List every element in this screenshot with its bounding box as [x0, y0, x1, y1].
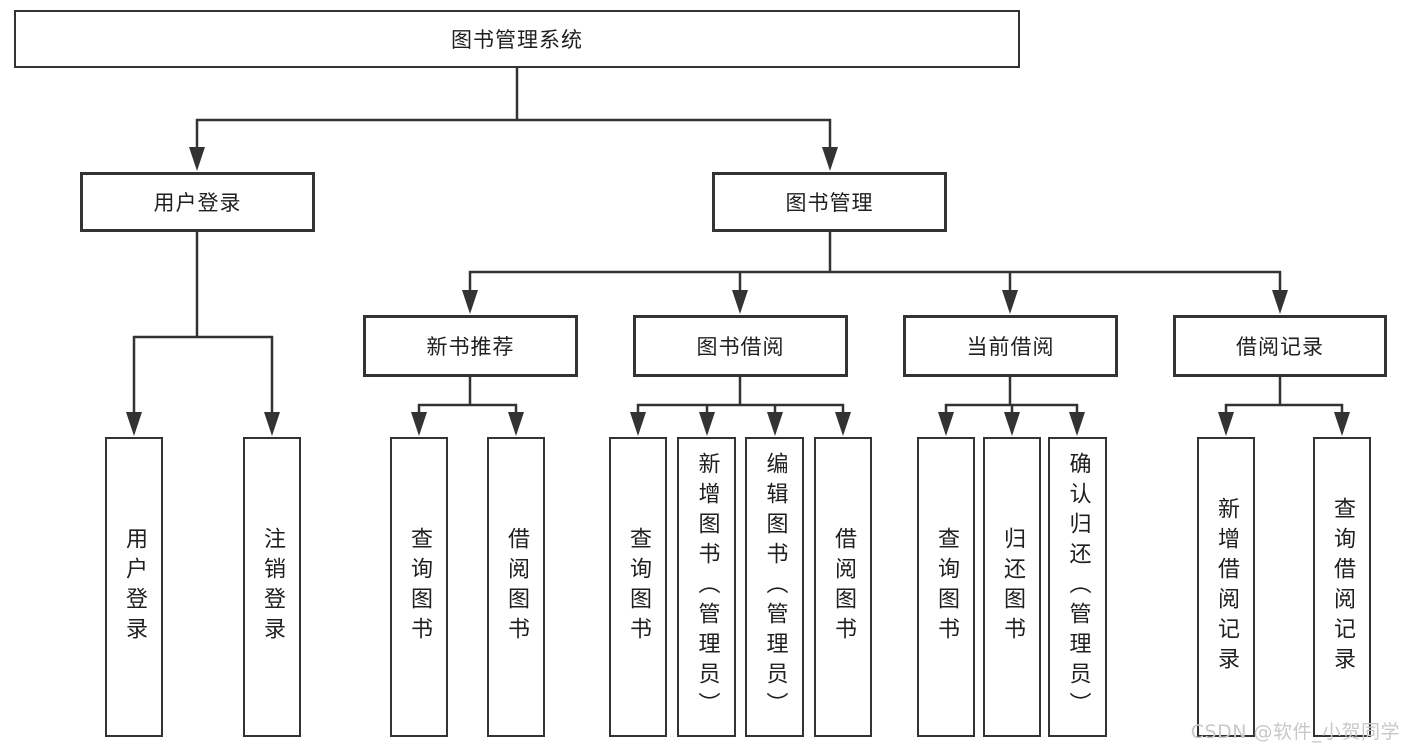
leaf-add-borrow-record-label: 新增借阅记录 [1214, 497, 1239, 677]
leaf-query-books-current: 查询图书 [917, 437, 975, 737]
leaf-confirm-return-admin-label: 确认归还（管理员） [1065, 452, 1091, 722]
node-current-borrowing: 当前借阅 [903, 315, 1118, 377]
node-book-borrowing-label: 图书借阅 [696, 335, 785, 359]
node-current-borrowing-label: 当前借阅 [966, 335, 1055, 359]
leaf-user-login-label: 用户登录 [122, 527, 147, 647]
leaf-edit-books-admin: 编辑图书（管理员） [745, 437, 804, 737]
leaf-query-borrow-record: 查询借阅记录 [1313, 437, 1371, 737]
leaf-user-login: 用户登录 [105, 437, 163, 737]
leaf-return-books: 归还图书 [983, 437, 1041, 737]
leaf-query-books-current-label: 查询图书 [934, 527, 959, 647]
node-book-management-label: 图书管理 [785, 191, 874, 215]
node-user-login: 用户登录 [80, 172, 315, 232]
csdn-watermark: CSDN @软件_小贺同学 [1190, 721, 1400, 743]
leaf-edit-books-admin-label: 编辑图书（管理员） [762, 452, 788, 722]
leaf-query-books-recommend: 查询图书 [390, 437, 448, 737]
node-root-label: 图书管理系统 [451, 28, 583, 52]
leaf-add-books-admin: 新增图书（管理员） [677, 437, 736, 737]
node-book-borrowing: 图书借阅 [633, 315, 848, 377]
leaf-borrow-books-recommend: 借阅图书 [487, 437, 545, 737]
leaf-return-books-label: 归还图书 [1000, 527, 1025, 647]
leaf-query-books-borrow: 查询图书 [609, 437, 667, 737]
leaf-logout-label: 注销登录 [260, 527, 285, 647]
leaf-query-books-borrow-label: 查询图书 [626, 527, 651, 647]
node-root: 图书管理系统 [14, 10, 1020, 68]
node-borrowing-records-label: 借阅记录 [1236, 335, 1324, 359]
node-user-login-label: 用户登录 [153, 191, 242, 215]
leaf-borrow-books: 借阅图书 [814, 437, 872, 737]
leaf-logout: 注销登录 [243, 437, 301, 737]
node-new-book-recommendation-label: 新书推荐 [426, 335, 515, 359]
leaf-add-borrow-record: 新增借阅记录 [1197, 437, 1255, 737]
leaf-borrow-books-label: 借阅图书 [831, 527, 856, 647]
leaf-borrow-books-recommend-label: 借阅图书 [504, 527, 529, 647]
node-borrowing-records: 借阅记录 [1173, 315, 1387, 377]
node-book-management: 图书管理 [712, 172, 947, 232]
node-new-book-recommendation: 新书推荐 [363, 315, 578, 377]
leaf-query-books-recommend-label: 查询图书 [407, 527, 432, 647]
leaf-add-books-admin-label: 新增图书（管理员） [694, 452, 720, 722]
leaf-query-borrow-record-label: 查询借阅记录 [1330, 497, 1355, 677]
leaf-confirm-return-admin: 确认归还（管理员） [1048, 437, 1107, 737]
arrow-down-icons [126, 147, 1350, 436]
